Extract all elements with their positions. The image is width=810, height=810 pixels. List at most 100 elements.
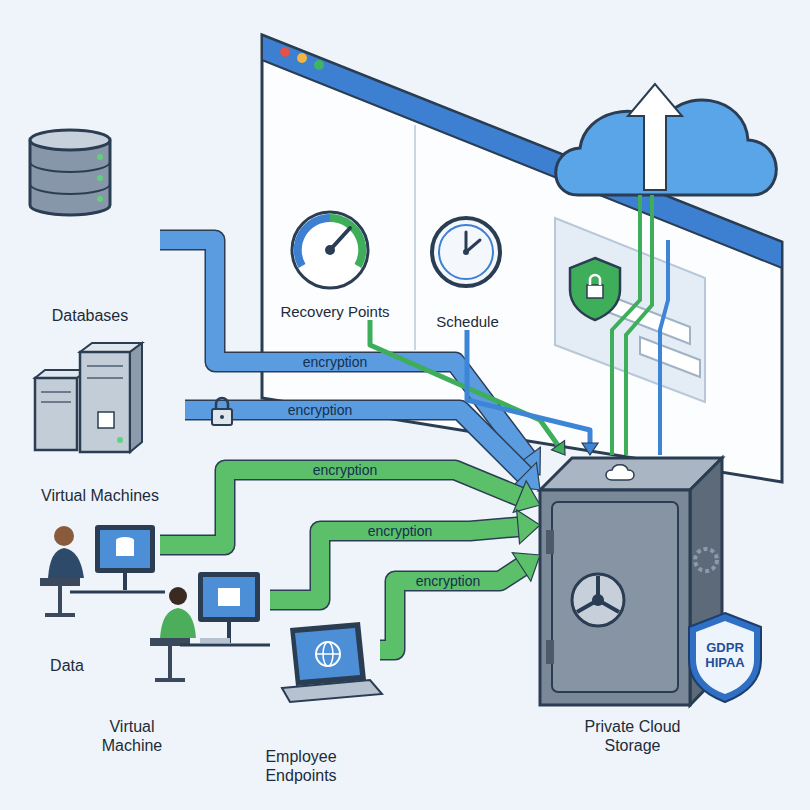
gauge-node: Recovery Points [270,200,400,320]
database-node: Databases [20,125,160,325]
clock-icon-part [439,225,493,279]
database-icon-part [30,130,110,150]
server-icon-part [130,343,142,452]
person-at-desk-part [116,540,134,556]
server-icon-part [41,391,71,393]
browser-window-part [280,47,290,57]
security-shield [570,258,620,320]
compliance-badge: GDPR HIPAA [690,612,760,700]
laptop-icon [282,622,382,702]
gauge-icon [292,212,368,288]
node-label: Private Cloud Storage [568,718,698,755]
server-icon-part [98,412,114,428]
server-icon-part [117,437,123,443]
edge-label: encryption [260,400,380,420]
clock-icon-part [463,249,469,255]
person-at-desk-part [70,591,165,594]
gauge-icon-part [292,212,368,288]
security-shield-part [590,275,600,285]
laptop-icon-part [295,628,360,680]
node-label: GDPR HIPAA [699,641,751,671]
laptop-icon-part [290,622,366,686]
laptop-icon-part [316,653,340,655]
safe-vault-part [606,465,634,480]
connector-line [467,330,590,445]
connector-arrow [380,553,540,650]
safe-vault-part [552,502,678,692]
compliance-shield [689,613,761,702]
person-at-desk-part [218,588,240,606]
workstation-node: Data [25,515,160,675]
browser-window-part [640,337,700,377]
node-label: Virtual Machines [18,487,183,505]
server-icon-part [35,378,77,450]
connector-arrow [160,240,540,475]
person-at-desk-part [198,572,260,622]
database-icon-part [97,154,103,160]
workstation-node: Virtual Machine [90,555,270,755]
connector-line [380,566,523,650]
padlock-icon-part [220,415,224,419]
arrow-head [513,481,540,512]
cloud-sync-lines [612,195,668,455]
person-at-desk-part [100,530,150,568]
arrow-head [517,510,540,544]
server-icon-part [87,365,123,367]
clock-icon-part [432,218,500,286]
storage-node: Private Cloud Storage [540,455,725,755]
connector-outline [380,566,523,650]
safe-vault-part [572,574,624,626]
cloud-sync-lines-part [626,195,652,455]
edge-label: encryption [388,571,508,591]
person-at-desk-part [123,573,127,590]
padlock-icon-part [216,398,228,410]
gauge-icon-part [330,218,362,266]
node-label: Databases [20,307,160,325]
person-at-desk-part [54,526,74,546]
connector-arrow [467,330,598,455]
cloud-sync-lines-part [660,240,668,455]
arrow-head [512,553,540,582]
arrow-head [582,443,598,455]
safe-vault-part [695,549,717,571]
database-icon-part [30,184,110,194]
person-at-desk-part [48,548,84,578]
safe-vault-part [592,594,604,606]
node-label: Virtual Machine [92,718,172,755]
compliance-shield-part [689,613,761,702]
endpoint-node: Employee Endpoints [235,615,380,785]
server-icon-part [87,377,123,379]
node-label: Data [47,657,87,675]
server-icon-part [41,401,71,403]
person-at-desk-part [203,577,255,617]
server-icon-part [80,352,130,452]
security-shield-part [587,285,603,298]
person-at-desk-part [45,613,75,617]
person-at-desk-part [155,678,185,682]
browser-window-part [297,53,307,63]
person-at-desk-part [95,525,155,573]
person-at-desk [150,572,270,680]
database-icon-part [97,196,103,202]
safe-vault-part [546,640,554,664]
gauge-icon-part [298,218,330,266]
node-label: Employee Endpoints [241,748,361,785]
laptop-icon-part [316,642,340,666]
gauge-icon-part [325,245,335,255]
laptop-icon-part [282,680,382,702]
arrow-head [552,441,565,455]
compliance-shield-part [696,621,754,694]
padlock-icon [212,398,232,425]
person-at-desk-part [168,646,172,680]
server-node: Virtual Machines [15,335,185,505]
browser-window-part [314,60,324,70]
person-at-desk-part [160,608,196,638]
person-at-desk-part [40,578,80,586]
person-at-desk-part [169,587,187,605]
security-shield-part [570,258,620,320]
